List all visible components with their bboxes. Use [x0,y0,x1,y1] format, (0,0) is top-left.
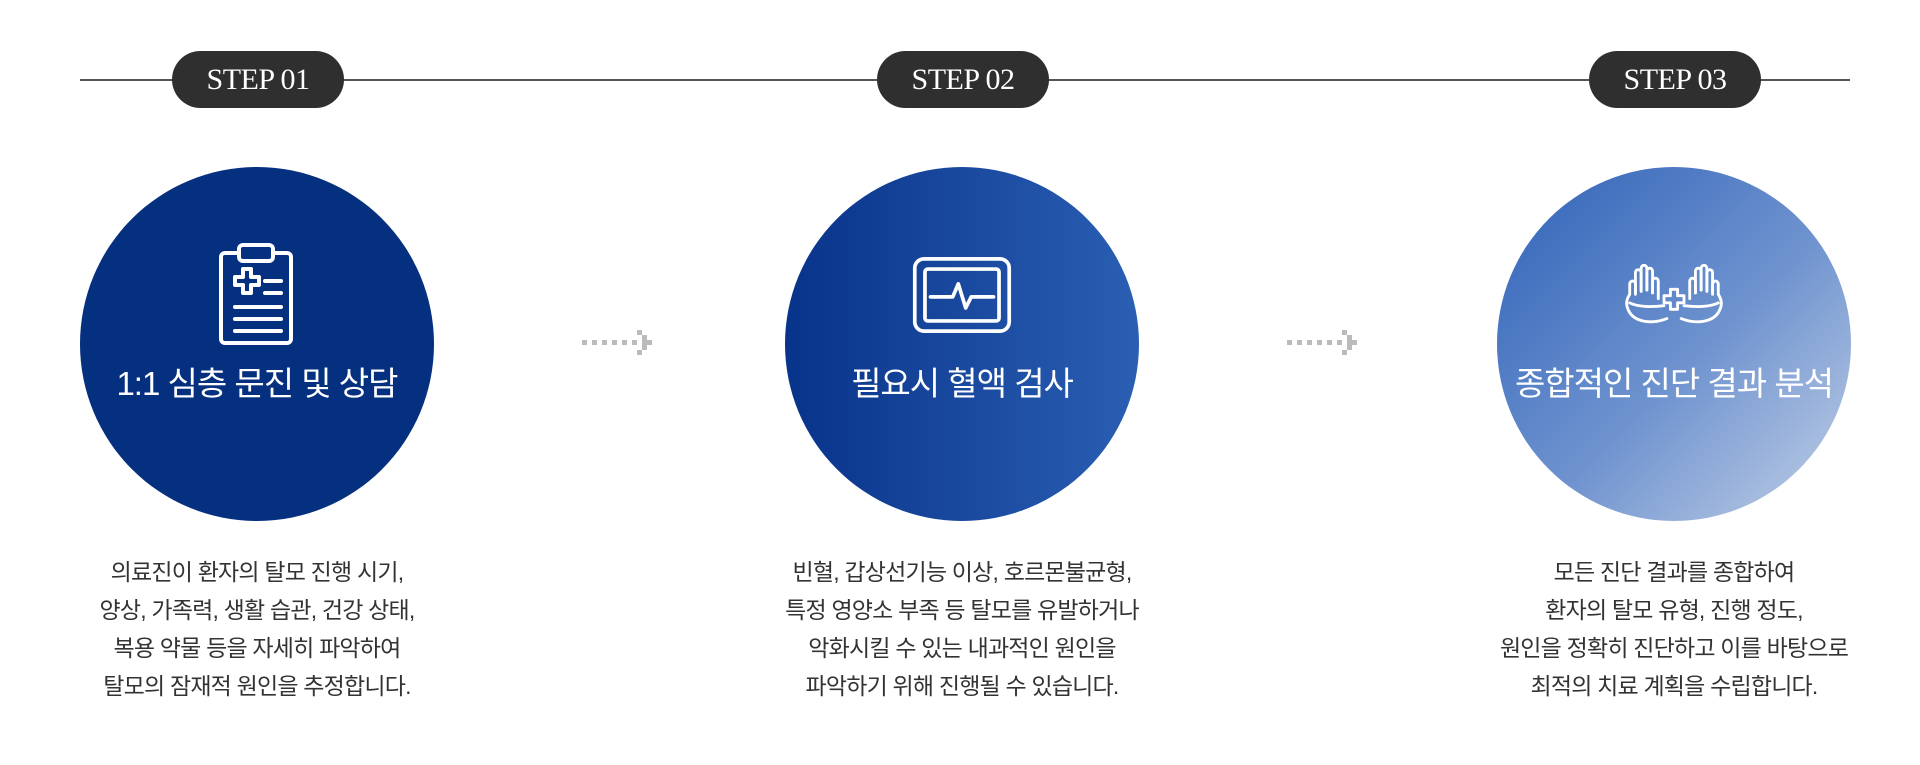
clipboard-medical-icon [207,243,307,345]
step-2-circle: 필요시 혈액 검사 [785,167,1139,521]
step-2-title: 필요시 혈액 검사 [851,365,1074,402]
step-1-circle: 1:1 심층 문진 및 상담 [80,167,434,521]
hands-medical-cross-icon [1624,245,1724,345]
step-3-description: 모든 진단 결과를 종합하여 환자의 탈모 유형, 진행 정도, 원인을 정확히… [1464,553,1884,705]
step-2-description: 빈혈, 갑상선기능 이상, 호르몬불균형, 특정 영양소 부족 등 탈모를 유발… [752,553,1172,705]
step-arrow-1 [582,330,652,355]
step-2-desc-line: 빈혈, 갑상선기능 이상, 호르몬불균형, [792,559,1133,585]
step-3-circle: 종합적인 진단 결과 분석 [1497,167,1851,521]
step-3-desc-line: 모든 진단 결과를 종합하여 [1553,559,1796,585]
step-badge-3: STEP 03 [1589,51,1761,108]
step-3-title: 종합적인 진단 결과 분석 [1514,365,1834,402]
step-1-desc-line: 의료진이 환자의 탈모 진행 시기, [110,559,404,585]
step-1-desc-line: 양상, 가족력, 생활 습관, 건강 상태, [99,597,416,623]
step-3-desc-line: 원인을 정확히 진단하고 이를 바탕으로 [1499,635,1849,661]
step-3-desc-line: 환자의 탈모 유형, 진행 정도, [1545,597,1803,623]
step-2-desc-line: 파악하기 위해 진행될 수 있습니다. [805,673,1120,699]
step-1-description: 의료진이 환자의 탈모 진행 시기, 양상, 가족력, 생활 습관, 건강 상태… [47,553,467,705]
step-2-desc-line: 악화시킬 수 있는 내과적인 원인을 [808,635,1116,661]
step-badge-1: STEP 01 [172,51,344,108]
step-1-desc-line: 복용 약물 등을 자세히 파악하여 [113,635,401,661]
step-3-desc-line: 최적의 치료 계획을 수립합니다. [1530,673,1818,699]
step-2-desc-line: 특정 영양소 부족 등 탈모를 유발하거나 [785,597,1140,623]
step-1-desc-line: 탈모의 잠재적 원인을 추정합니다. [103,673,411,699]
step-1-title: 1:1 심층 문진 및 상담 [116,365,398,402]
step-arrow-2 [1287,330,1357,355]
heart-monitor-icon [912,245,1012,345]
step-badge-2: STEP 02 [877,51,1049,108]
